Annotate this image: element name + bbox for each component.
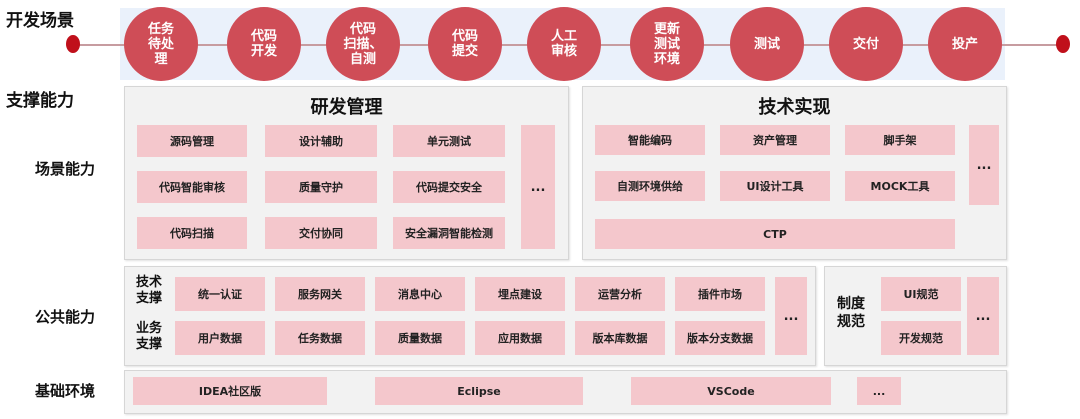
chip-unified-auth: 统一认证 [175,277,265,311]
chip-source-management: 源码管理 [137,125,247,157]
step-scan-selftest: 代码 扫描、 自测 [326,7,400,81]
chip-base-more: ... [857,377,901,405]
chip-scaffold: 脚手架 [845,125,955,155]
chip-public-more: ... [775,277,807,355]
chip-vscode: VSCode [631,377,831,405]
base-env-panel: IDEA社区版 Eclipse VSCode ... [124,370,1007,414]
base-env-label: 基础环境 [34,382,95,400]
rd-management-panel: 研发管理 源码管理 设计辅助 单元测试 代码智能审核 质量守护 代码提交安全 代… [124,86,569,260]
chip-quality-data: 质量数据 [375,321,465,355]
chip-tech-more: ... [969,125,999,205]
chip-rd-more: ... [521,125,555,249]
chip-code-review-ai: 代码智能审核 [137,171,247,203]
chip-app-data: 应用数据 [475,321,565,355]
step-code-dev: 代码 开发 [227,7,301,81]
tech-impl-title: 技术实现 [758,97,831,118]
chip-task-data: 任务数据 [275,321,365,355]
chip-eclipse: Eclipse [375,377,583,405]
start-dot [66,35,80,53]
support-title: 支撑能力 [6,91,74,111]
chip-message-center: 消息中心 [375,277,465,311]
standards-panel: 制度 规范 UI规范 开发规范 ... [824,266,1007,366]
step-production: 投产 [928,7,1002,81]
chip-repo-data: 版本库数据 [575,321,665,355]
chip-idea: IDEA社区版 [133,377,327,405]
end-dot [1056,35,1070,53]
chip-delivery-collab: 交付协同 [265,217,377,249]
chip-user-data: 用户数据 [175,321,265,355]
chip-service-gateway: 服务网关 [275,277,365,311]
step-delivery: 交付 [829,7,903,81]
chip-code-scan: 代码扫描 [137,217,247,249]
chip-unit-test: 单元测试 [393,125,505,157]
chip-vuln-detect: 安全漏洞智能检测 [393,217,505,249]
chip-mock-tool: MOCK工具 [845,171,955,201]
scenario-capability-label: 场景能力 [34,160,95,178]
chip-standards-more: ... [967,277,999,355]
chip-plugin-market: 插件市场 [675,277,765,311]
step-update-test-env: 更新 测试 环境 [630,7,704,81]
step-code-submit: 代码 提交 [428,7,502,81]
dev-scenarios-title: 开发场景 [6,11,74,31]
chip-ctp: CTP [595,219,955,249]
chip-ui-standard: UI规范 [881,277,961,311]
step-manual-review: 人工 审核 [527,7,601,81]
chip-tracking: 埋点建设 [475,277,565,311]
chip-asset-management: 资产管理 [720,125,830,155]
chip-selftest-env: 自测环境供给 [595,171,705,201]
chip-ui-design-tool: UI设计工具 [720,171,830,201]
rd-management-title: 研发管理 [310,97,383,118]
public-capability-panel: 技术 支撑 业务 支撑 统一认证 服务网关 消息中心 埋点建设 运营分析 插件市… [124,266,816,366]
step-pending-task: 任务 待处 理 [124,7,198,81]
tech-impl-panel: 技术实现 智能编码 资产管理 脚手架 自测环境供给 UI设计工具 MOCK工具 … [582,86,1007,260]
chip-smart-coding: 智能编码 [595,125,705,155]
biz-support-label: 业务 支撑 [135,321,162,352]
chip-commit-security: 代码提交安全 [393,171,505,203]
chip-design-assist: 设计辅助 [265,125,377,157]
chip-ops-analysis: 运营分析 [575,277,665,311]
step-test: 测试 [730,7,804,81]
chip-dev-standard: 开发规范 [881,321,961,355]
chip-branch-data: 版本分支数据 [675,321,765,355]
chip-quality-guard: 质量守护 [265,171,377,203]
standards-label: 制度 规范 [837,296,865,330]
tech-support-label: 技术 支撑 [135,275,162,306]
public-capability-label: 公共能力 [34,308,95,326]
